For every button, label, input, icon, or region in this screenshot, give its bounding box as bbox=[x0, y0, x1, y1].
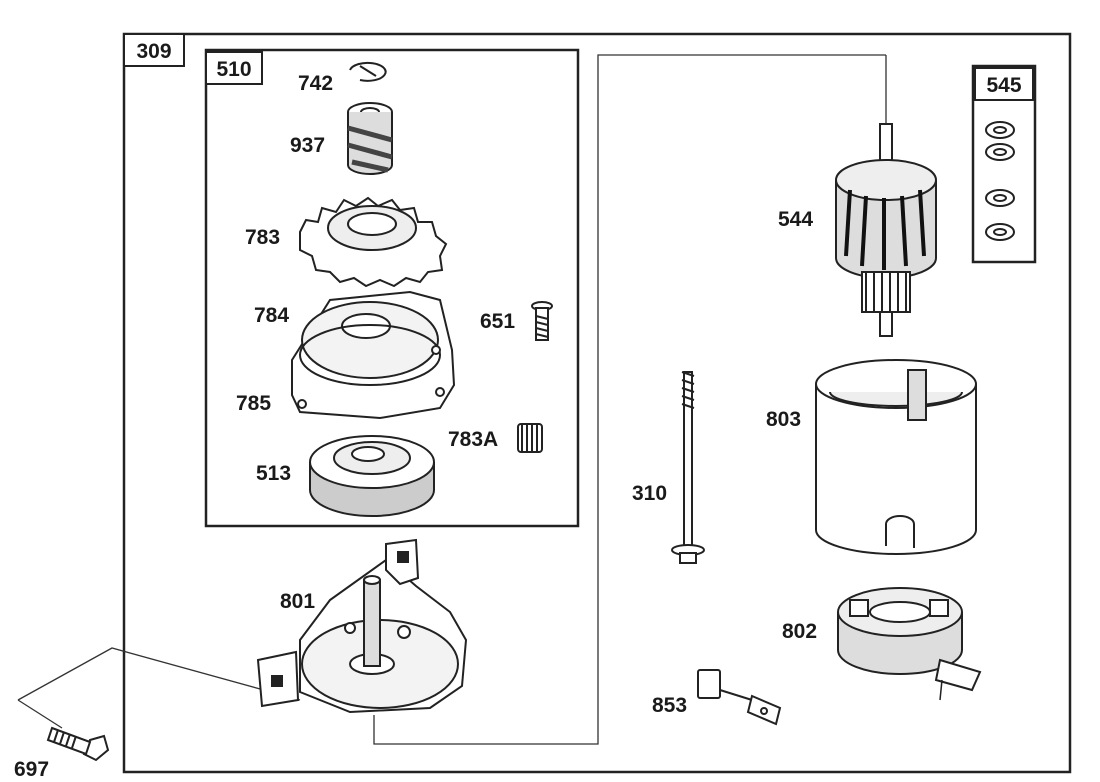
group-545-label: 545 bbox=[986, 74, 1021, 97]
part-label-310: 310 bbox=[632, 482, 667, 505]
part-label-937: 937 bbox=[290, 134, 325, 157]
washers-545 bbox=[985, 121, 1015, 241]
part-label-783: 783 bbox=[245, 226, 280, 249]
part-label-742: 742 bbox=[298, 72, 333, 95]
pinion-783A bbox=[517, 423, 543, 453]
ring-gear-513 bbox=[309, 435, 435, 517]
part-label-853: 853 bbox=[652, 694, 687, 717]
helix-937 bbox=[347, 102, 393, 175]
group-309-frame bbox=[122, 32, 1072, 774]
part-label-697: 697 bbox=[14, 758, 49, 781]
bolt-697 bbox=[46, 726, 110, 762]
bolt-697-leader bbox=[17, 647, 301, 701]
group-309-label: 309 bbox=[136, 40, 171, 63]
part-label-803: 803 bbox=[766, 408, 801, 431]
group-510-label: 510 bbox=[216, 58, 251, 81]
end-cap-801 bbox=[256, 538, 468, 714]
assembly-path-right bbox=[373, 54, 886, 745]
part-label-802: 802 bbox=[782, 620, 817, 643]
part-label-544: 544 bbox=[778, 208, 813, 231]
group-545-label-box bbox=[974, 67, 1034, 101]
group-510-frame bbox=[204, 48, 580, 528]
part-label-651: 651 bbox=[480, 310, 515, 333]
group-309-label-box bbox=[123, 33, 185, 67]
part-label-513: 513 bbox=[256, 462, 291, 485]
armature-544 bbox=[835, 123, 937, 337]
field-housing-803 bbox=[815, 359, 977, 555]
part-label-785: 785 bbox=[236, 392, 271, 415]
terminal-lead-853 bbox=[697, 669, 782, 726]
group-545-frame bbox=[971, 64, 1037, 264]
through-bolt-310 bbox=[671, 371, 705, 564]
part-label-783A: 783A bbox=[448, 428, 498, 451]
drive-gear-783 bbox=[299, 196, 448, 288]
group-510-label-box bbox=[205, 51, 263, 85]
part-label-801: 801 bbox=[280, 590, 315, 613]
retaining-clip-742 bbox=[349, 61, 387, 82]
brush-holder-802 bbox=[837, 587, 982, 701]
drive-housing-784 bbox=[291, 290, 456, 420]
part-label-784: 784 bbox=[254, 304, 289, 327]
bolt-697-leader-lower bbox=[17, 699, 63, 729]
screw-651 bbox=[531, 301, 553, 341]
